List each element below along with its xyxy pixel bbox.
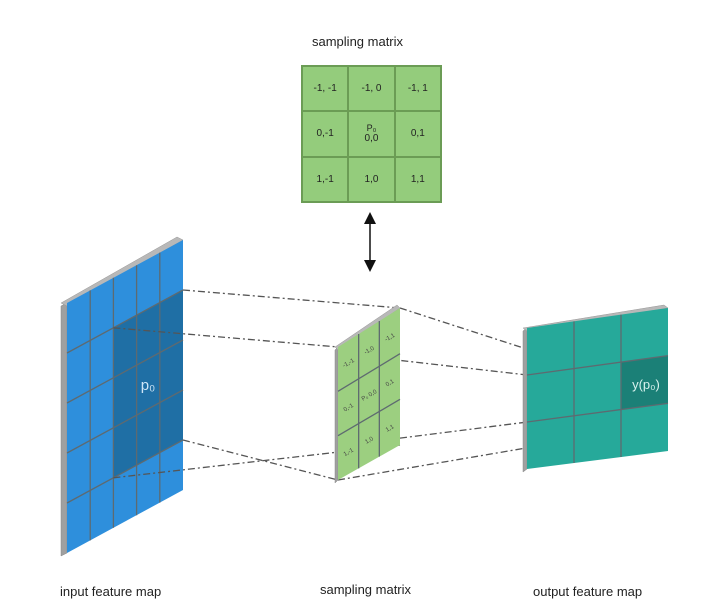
grid-line (337, 353, 401, 392)
highlight-region (621, 355, 668, 410)
panel-side-edge (60, 302, 68, 557)
matrix-cell: 1,-1 (302, 156, 349, 202)
input-feature-map (60, 236, 184, 557)
matrix-cell: 0,-1 (302, 111, 349, 157)
grid-line (526, 402, 669, 423)
projection-line (182, 439, 339, 481)
matrix-cell: 1,1 (394, 156, 441, 202)
matrix-cell: 0,1 (394, 111, 441, 157)
matrix-cell: 1,0 (348, 156, 395, 202)
middle-cell-label: 0,-1 (343, 403, 356, 414)
panel-face (527, 308, 668, 469)
matrix-cell: -1, -1 (302, 66, 349, 112)
middle-cell-label: 0,1 (385, 379, 396, 389)
output-feature-map (522, 304, 669, 473)
cell-label: -1, 1 (407, 83, 428, 95)
top-matrix-title: sampling matrix (312, 34, 404, 49)
panel-side-edge (522, 327, 528, 473)
highlight-region (113, 290, 183, 478)
cell-label: 0,0 (364, 132, 379, 144)
output-highlight-label: y(p₀) (632, 377, 660, 392)
cell-label: 1,-1 (316, 173, 334, 185)
cell-label: 1,1 (410, 173, 425, 185)
input-map-caption: input feature map (60, 584, 162, 599)
cell-label: -1, -1 (313, 83, 337, 95)
input-highlight-label: p₀ (141, 377, 156, 394)
projection-line (399, 421, 528, 439)
grid-line (66, 389, 184, 454)
middle-cell-label: -1,1 (384, 333, 397, 344)
panel-side-edge (334, 346, 339, 484)
cell-label: -1, 0 (361, 83, 382, 95)
grid-line (66, 439, 184, 504)
matrix-cell: -1, 1 (394, 66, 441, 112)
cell-label: 0,1 (410, 128, 425, 140)
middle-sampling-matrix: -1,-1-1,0-1,10,-1P₀ 0,00,11,-11,01,1 (334, 304, 401, 484)
middle-cell-label: 1,1 (385, 424, 396, 434)
grid-line (337, 398, 401, 437)
projection-line (356, 354, 528, 376)
cell-label: 1,0 (364, 173, 379, 185)
middle-cell-label: -1,0 (364, 345, 377, 356)
grid-line (66, 339, 184, 404)
grid-line (526, 355, 669, 376)
cell-label: 0,-1 (316, 128, 334, 140)
panel-face (338, 308, 400, 480)
middle-map-caption: sampling matrix (320, 582, 412, 597)
projection-line (399, 307, 528, 350)
middle-cell-label: -1,-1 (342, 358, 356, 370)
projection-line (337, 447, 528, 481)
grid-line (66, 289, 184, 354)
output-map-caption: output feature map (533, 584, 643, 599)
middle-cell-label: 1,-1 (343, 447, 356, 458)
projection-line (182, 289, 401, 309)
matrix-cell: -1, 0 (348, 66, 395, 112)
middle-cell-label: 1,0 (364, 436, 375, 446)
center-tag: P₀ (366, 122, 377, 133)
